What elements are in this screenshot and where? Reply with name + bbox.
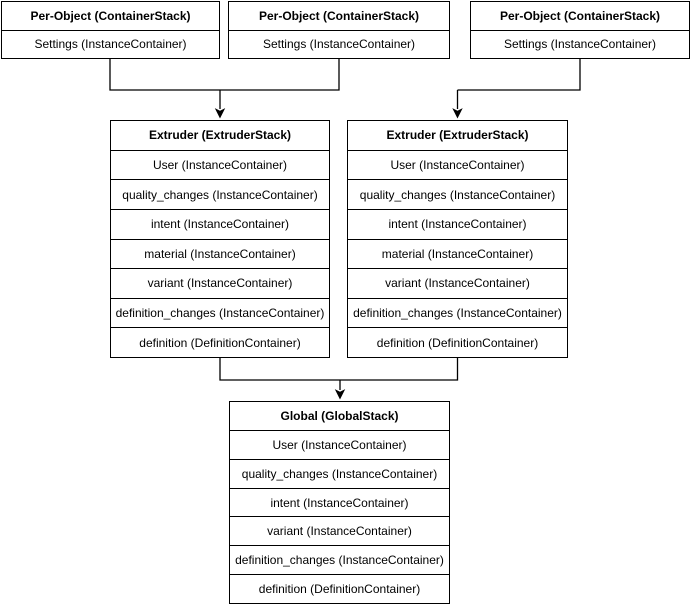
- container-row: intent (InstanceContainer): [111, 208, 329, 239]
- per-object-stack-1: Per-Object (ContainerStack) Settings (In…: [1, 1, 220, 59]
- container-row: quality_changes (InstanceContainer): [230, 458, 449, 488]
- container-row: definition_changes (InstanceContainer): [348, 297, 567, 328]
- container-row: quality_changes (InstanceContainer): [111, 179, 329, 209]
- container-row: definition (DefinitionContainer): [348, 327, 567, 357]
- arrowhead-global: [334, 389, 346, 400]
- stack-title: Extruder (ExtruderStack): [386, 128, 529, 143]
- container-row: intent (InstanceContainer): [348, 208, 567, 239]
- stack-title: Per-Object (ContainerStack): [30, 8, 191, 23]
- container-row: User (InstanceContainer): [348, 149, 567, 180]
- edge-perobject3-bus: [457, 59, 581, 91]
- container-row: material (InstanceContainer): [111, 238, 329, 269]
- stack-title: Extruder (ExtruderStack): [148, 128, 292, 143]
- edge-extruders-bus: [219, 358, 459, 381]
- stack-title: Per-Object (ContainerStack): [258, 8, 420, 23]
- container-row: Settings (InstanceContainer): [471, 29, 689, 59]
- container-row: quality_changes (InstanceContainer): [348, 179, 567, 209]
- container-row: definition (DefinitionContainer): [111, 327, 329, 357]
- container-row: intent (InstanceContainer): [230, 487, 449, 517]
- container-row: variant (InstanceContainer): [348, 268, 567, 298]
- global-stack: Global (GlobalStack) User (InstanceConta…: [229, 401, 450, 604]
- stack-title: Global (GlobalStack): [280, 408, 399, 423]
- extruder-stack-2: Extruder (ExtruderStack) User (InstanceC…: [347, 120, 568, 358]
- per-object-stack-2: Per-Object (ContainerStack) Settings (In…: [228, 1, 450, 59]
- arrowhead-extruder2: [452, 108, 463, 119]
- per-object-stack-3: Per-Object (ContainerStack) Settings (In…: [470, 1, 690, 59]
- edge-perobject12-bus: [109, 59, 340, 91]
- container-row: definition (DefinitionContainer): [230, 574, 449, 603]
- container-row: Settings (InstanceContainer): [229, 29, 449, 59]
- container-row: definition_changes (InstanceContainer): [230, 545, 449, 574]
- stack-title: Per-Object (ContainerStack): [499, 8, 661, 23]
- container-row: variant (InstanceContainer): [111, 268, 329, 298]
- arrowhead-extruder1: [214, 108, 226, 119]
- container-row: User (InstanceContainer): [230, 429, 449, 459]
- extruder-stack-1: Extruder (ExtruderStack) User (InstanceC…: [110, 120, 330, 358]
- container-row: material (InstanceContainer): [348, 238, 567, 269]
- container-row: variant (InstanceContainer): [230, 516, 449, 545]
- container-row: User (InstanceContainer): [111, 149, 329, 180]
- container-row: definition_changes (InstanceContainer): [111, 297, 329, 328]
- container-row: Settings (InstanceContainer): [2, 29, 219, 59]
